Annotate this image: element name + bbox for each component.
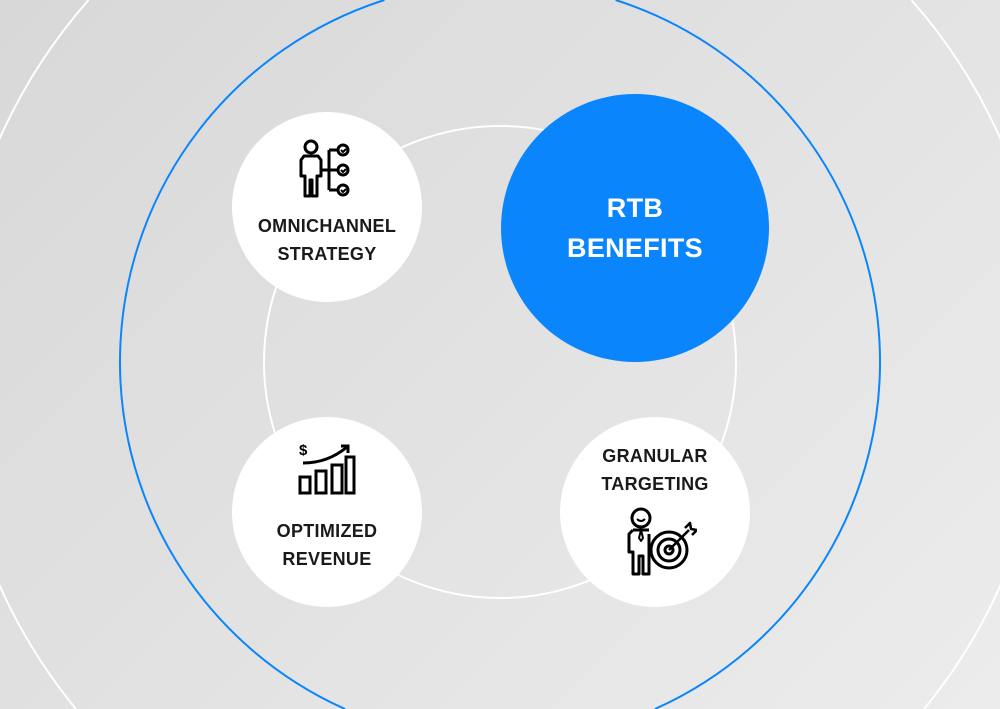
person-checklist-icon bbox=[295, 138, 359, 202]
revenue-growth-chart-icon: $ bbox=[297, 441, 357, 495]
inner-ring bbox=[263, 125, 737, 599]
blue-ring-right-arc bbox=[615, 0, 882, 709]
person-target-icon bbox=[625, 506, 697, 578]
outer-ring-right-arc bbox=[910, 0, 1000, 709]
blue-ring-left-arc bbox=[118, 0, 385, 709]
outer-ring-left-arc bbox=[0, 0, 90, 709]
svg-text:$: $ bbox=[299, 442, 308, 459]
